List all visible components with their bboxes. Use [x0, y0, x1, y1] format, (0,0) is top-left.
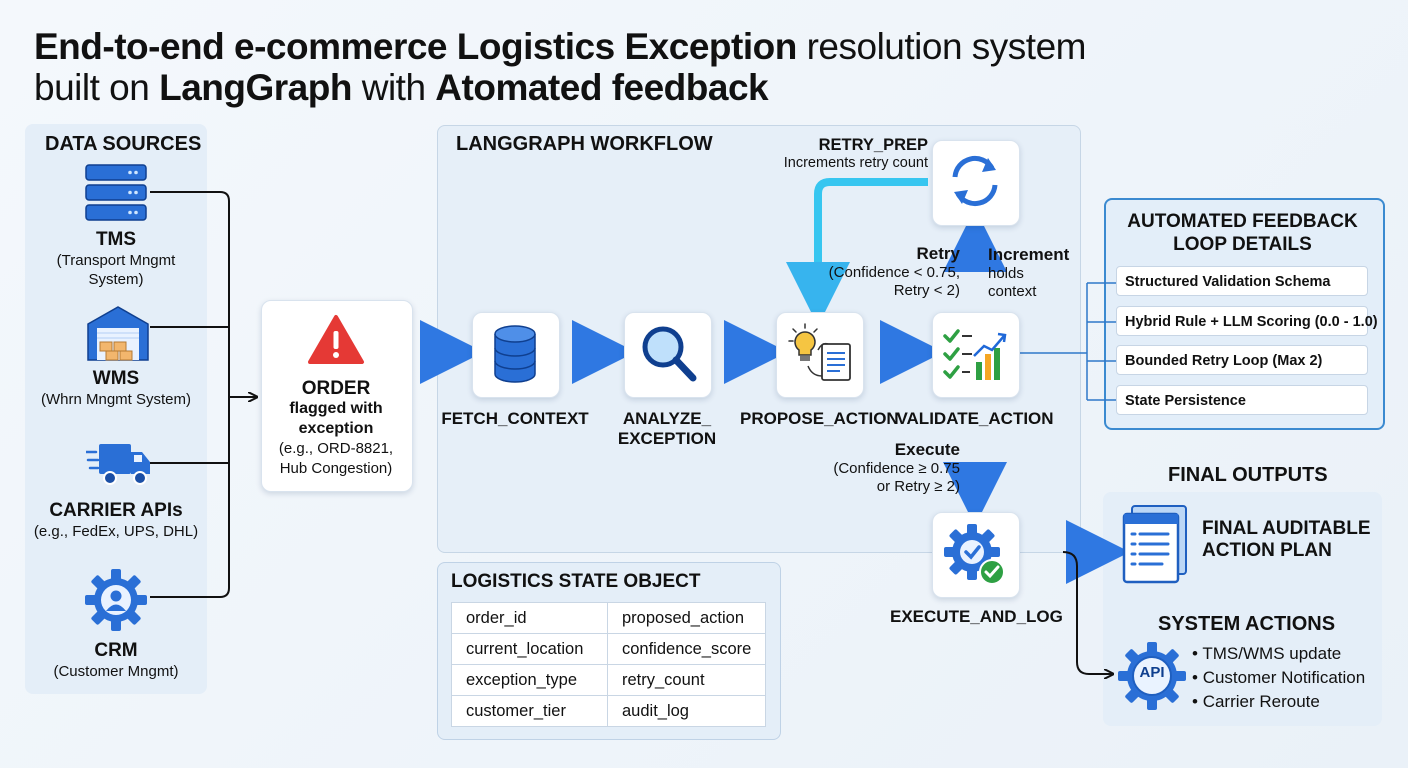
retry-prep-label: RETRY_PREP Increments retry count: [783, 136, 928, 171]
list-item: • TMS/WMS update: [1192, 644, 1342, 663]
source-crm: CRM (Customer Mngmt): [53, 640, 179, 680]
database-icon: [494, 325, 536, 383]
user-gear-icon: [85, 569, 147, 631]
document-icon: [1122, 505, 1187, 584]
feedback-item: Hybrid Rule + LLM Scoring (0.0 - 1.0): [1116, 306, 1378, 336]
arrow-to-system-actions: [1062, 551, 1112, 674]
state-field: customer_tier: [451, 695, 608, 727]
order-label: ORDER flagged with exception (e.g., ORD-…: [278, 378, 394, 478]
page-title: End-to-end e-commerce Logistics Exceptio…: [34, 26, 1086, 108]
api-gear-icon: [1118, 642, 1186, 710]
feedback-item: State Persistence: [1116, 385, 1368, 415]
api-label: API: [1139, 664, 1165, 681]
fetch-context-label: FETCH_CONTEXT: [441, 409, 589, 428]
list-item: • Carrier Reroute: [1192, 692, 1320, 711]
truck-icon: [86, 444, 150, 485]
checklist-chart-icon: [943, 329, 1007, 380]
state-field: current_location: [451, 633, 608, 665]
server-stack-icon: [85, 164, 147, 221]
propose-action-label: PROPOSE_ACTION: [740, 409, 899, 428]
state-field: confidence_score: [606, 633, 767, 665]
state-field: retry_count: [606, 664, 767, 696]
gear-check-icon: [944, 524, 1005, 585]
state-field: audit_log: [606, 695, 767, 727]
system-actions-header: SYSTEM ACTIONS: [1158, 613, 1336, 635]
source-tms: TMS (Transport Mngmt System): [56, 229, 176, 288]
magnifier-icon: [642, 326, 697, 382]
execute-condition: Execute (Confidence ≥ 0.75 or Retry ≥ 2): [833, 440, 960, 496]
final-action-plan: FINAL AUDITABLE ACTION PLAN: [1202, 518, 1371, 561]
feedback-item: Bounded Retry Loop (Max 2): [1116, 345, 1368, 375]
warning-icon: [308, 315, 364, 364]
increment-note: Increment holds context: [988, 245, 1070, 301]
warehouse-icon: [87, 306, 149, 361]
analyze-exception-label: ANALYZE_ EXCEPTION: [617, 409, 717, 448]
retry-condition: Retry (Confidence < 0.75, Retry < 2): [828, 244, 960, 300]
execute-and-log-label: EXECUTE_AND_LOG: [890, 607, 1063, 626]
state-object-header: LOGISTICS STATE OBJECT: [451, 571, 701, 592]
feedback-item: Structured Validation Schema: [1116, 266, 1368, 296]
workflow-header: LANGGRAPH WORKFLOW: [456, 133, 713, 155]
feedback-bracket: [1086, 282, 1116, 401]
validate-action-label: VALIDATE_ACTION: [896, 409, 1054, 428]
state-field: proposed_action: [606, 602, 767, 634]
list-item: • Customer Notification: [1192, 668, 1366, 687]
system-actions-list: • TMS/WMS update • Customer Notification…: [1192, 642, 1365, 714]
source-wms: WMS (Whrn Mngmt System): [40, 368, 191, 408]
state-field: order_id: [451, 602, 608, 634]
lightbulb-document-icon: [788, 323, 851, 381]
final-outputs-header: FINAL OUTPUTS: [1168, 464, 1328, 486]
source-bracket: [150, 191, 256, 598]
state-field: exception_type: [451, 664, 608, 696]
refresh-icon: [952, 155, 998, 207]
data-sources-header: DATA SOURCES: [45, 133, 202, 155]
arrow-retry-loop: [786, 178, 928, 326]
source-carrier-apis: CARRIER APIs (e.g., FedEx, UPS, DHL): [33, 500, 199, 540]
node-retry-prep: [932, 140, 1020, 226]
feedback-header: AUTOMATED FEEDBACK LOOP DETAILS: [1127, 211, 1358, 255]
